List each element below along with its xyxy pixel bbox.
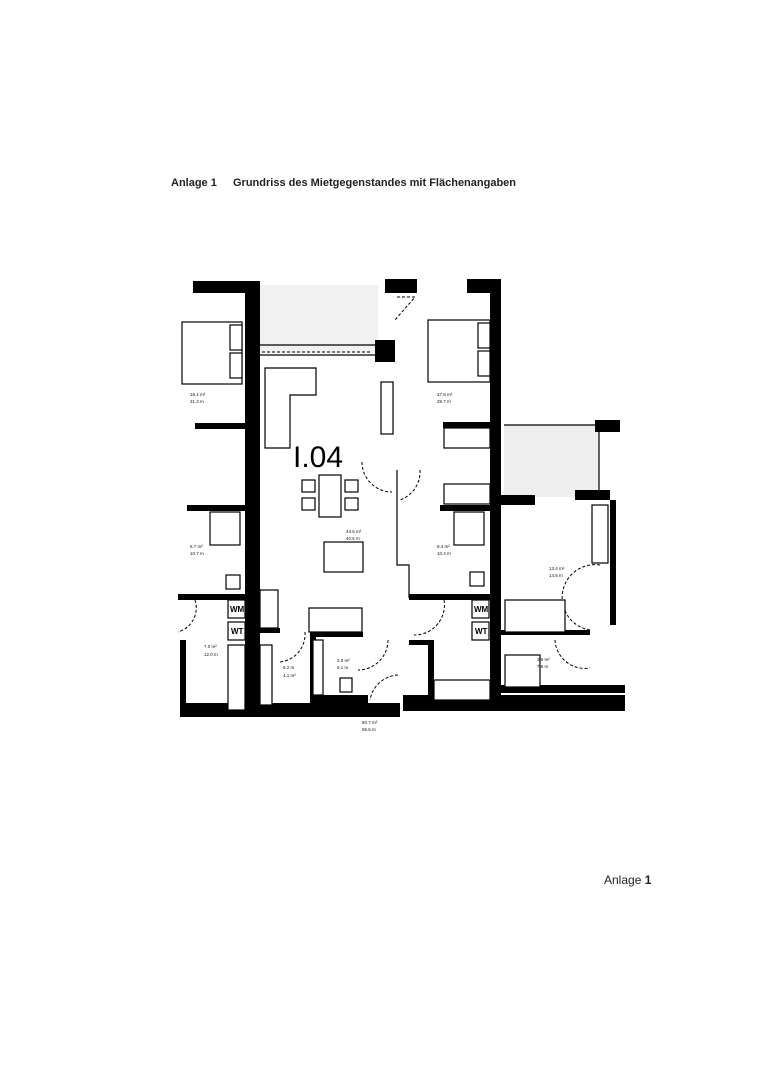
- svg-text:8.4 m²: 8.4 m²: [437, 544, 450, 549]
- svg-text:8.2 m: 8.2 m: [283, 665, 295, 670]
- unit-id: I.04: [293, 441, 343, 474]
- walls: [178, 279, 625, 717]
- svg-text:7.6 m: 7.6 m: [537, 664, 549, 669]
- wardrobe-east: [591, 504, 609, 564]
- kitchen-island: [323, 541, 364, 573]
- footer-prefix: Anlage: [604, 873, 645, 887]
- svg-text:55.6 m: 55.6 m: [362, 727, 376, 732]
- svg-text:6.1 m: 6.1 m: [337, 665, 349, 670]
- tv-unit: [380, 381, 394, 435]
- svg-text:7.0 m²: 7.0 m²: [204, 644, 217, 649]
- svg-text:6.7 m²: 6.7 m²: [190, 544, 203, 549]
- shower-right: [453, 511, 485, 546]
- svg-text:21.3 m: 21.3 m: [190, 399, 204, 404]
- svg-text:14.6 m: 14.6 m: [549, 573, 563, 578]
- room-labels: 18.1 m² 21.3 m 17.8 m² 29.7 m 6.7 m² 10.7 m…: [190, 392, 565, 732]
- washer-box: [227, 599, 246, 619]
- dryer-label-right: WT: [475, 627, 488, 636]
- svg-text:13.4 m²: 13.4 m²: [549, 566, 565, 571]
- dryer-box-right: [471, 621, 490, 641]
- svg-text:3.6 m²: 3.6 m²: [537, 657, 550, 662]
- svg-text:10.7 m: 10.7 m: [190, 551, 204, 556]
- washer-label-right: WM: [474, 605, 489, 614]
- svg-text:40.5 m: 40.5 m: [346, 536, 360, 541]
- toilet: [339, 677, 353, 693]
- svg-text:44.6 m²: 44.6 m²: [346, 529, 362, 534]
- footer-number: 1: [644, 873, 652, 887]
- dining-table: [318, 474, 342, 518]
- sofa: [264, 367, 317, 449]
- document-title: Grundriss des Mietgegenstandes mit Fläch…: [233, 177, 517, 189]
- wardrobe-left: [227, 644, 246, 711]
- washer-label: WM: [230, 605, 245, 614]
- door-swings: [177, 296, 601, 701]
- svg-text:2.0 m²: 2.0 m²: [337, 658, 350, 663]
- washer-box-right: [471, 599, 490, 619]
- svg-text:17.8 m²: 17.8 m²: [437, 392, 453, 397]
- kitchen-counter: [308, 607, 363, 633]
- shower-left: [209, 511, 241, 546]
- svg-text:12.0 m: 12.0 m: [204, 652, 218, 657]
- dryer-label: WT: [231, 627, 244, 636]
- furniture: [181, 319, 609, 711]
- svg-text:18.1 m²: 18.1 m²: [190, 392, 206, 397]
- attachment-label: Anlage 1: [171, 177, 217, 189]
- svg-text:50.7 m²: 50.7 m²: [362, 720, 378, 725]
- svg-text:10.4 m: 10.4 m: [437, 551, 451, 556]
- partitions: [260, 344, 600, 598]
- balcony-east: [504, 425, 599, 497]
- bed-east: [504, 599, 566, 633]
- svg-text:4.1 m²: 4.1 m²: [283, 673, 296, 678]
- balcony: [260, 285, 378, 353]
- dryer-box: [227, 621, 246, 641]
- svg-text:29.7 m: 29.7 m: [437, 399, 451, 404]
- wardrobe-right: [443, 427, 491, 449]
- footer-attachment-label: Anlage 1: [604, 873, 651, 887]
